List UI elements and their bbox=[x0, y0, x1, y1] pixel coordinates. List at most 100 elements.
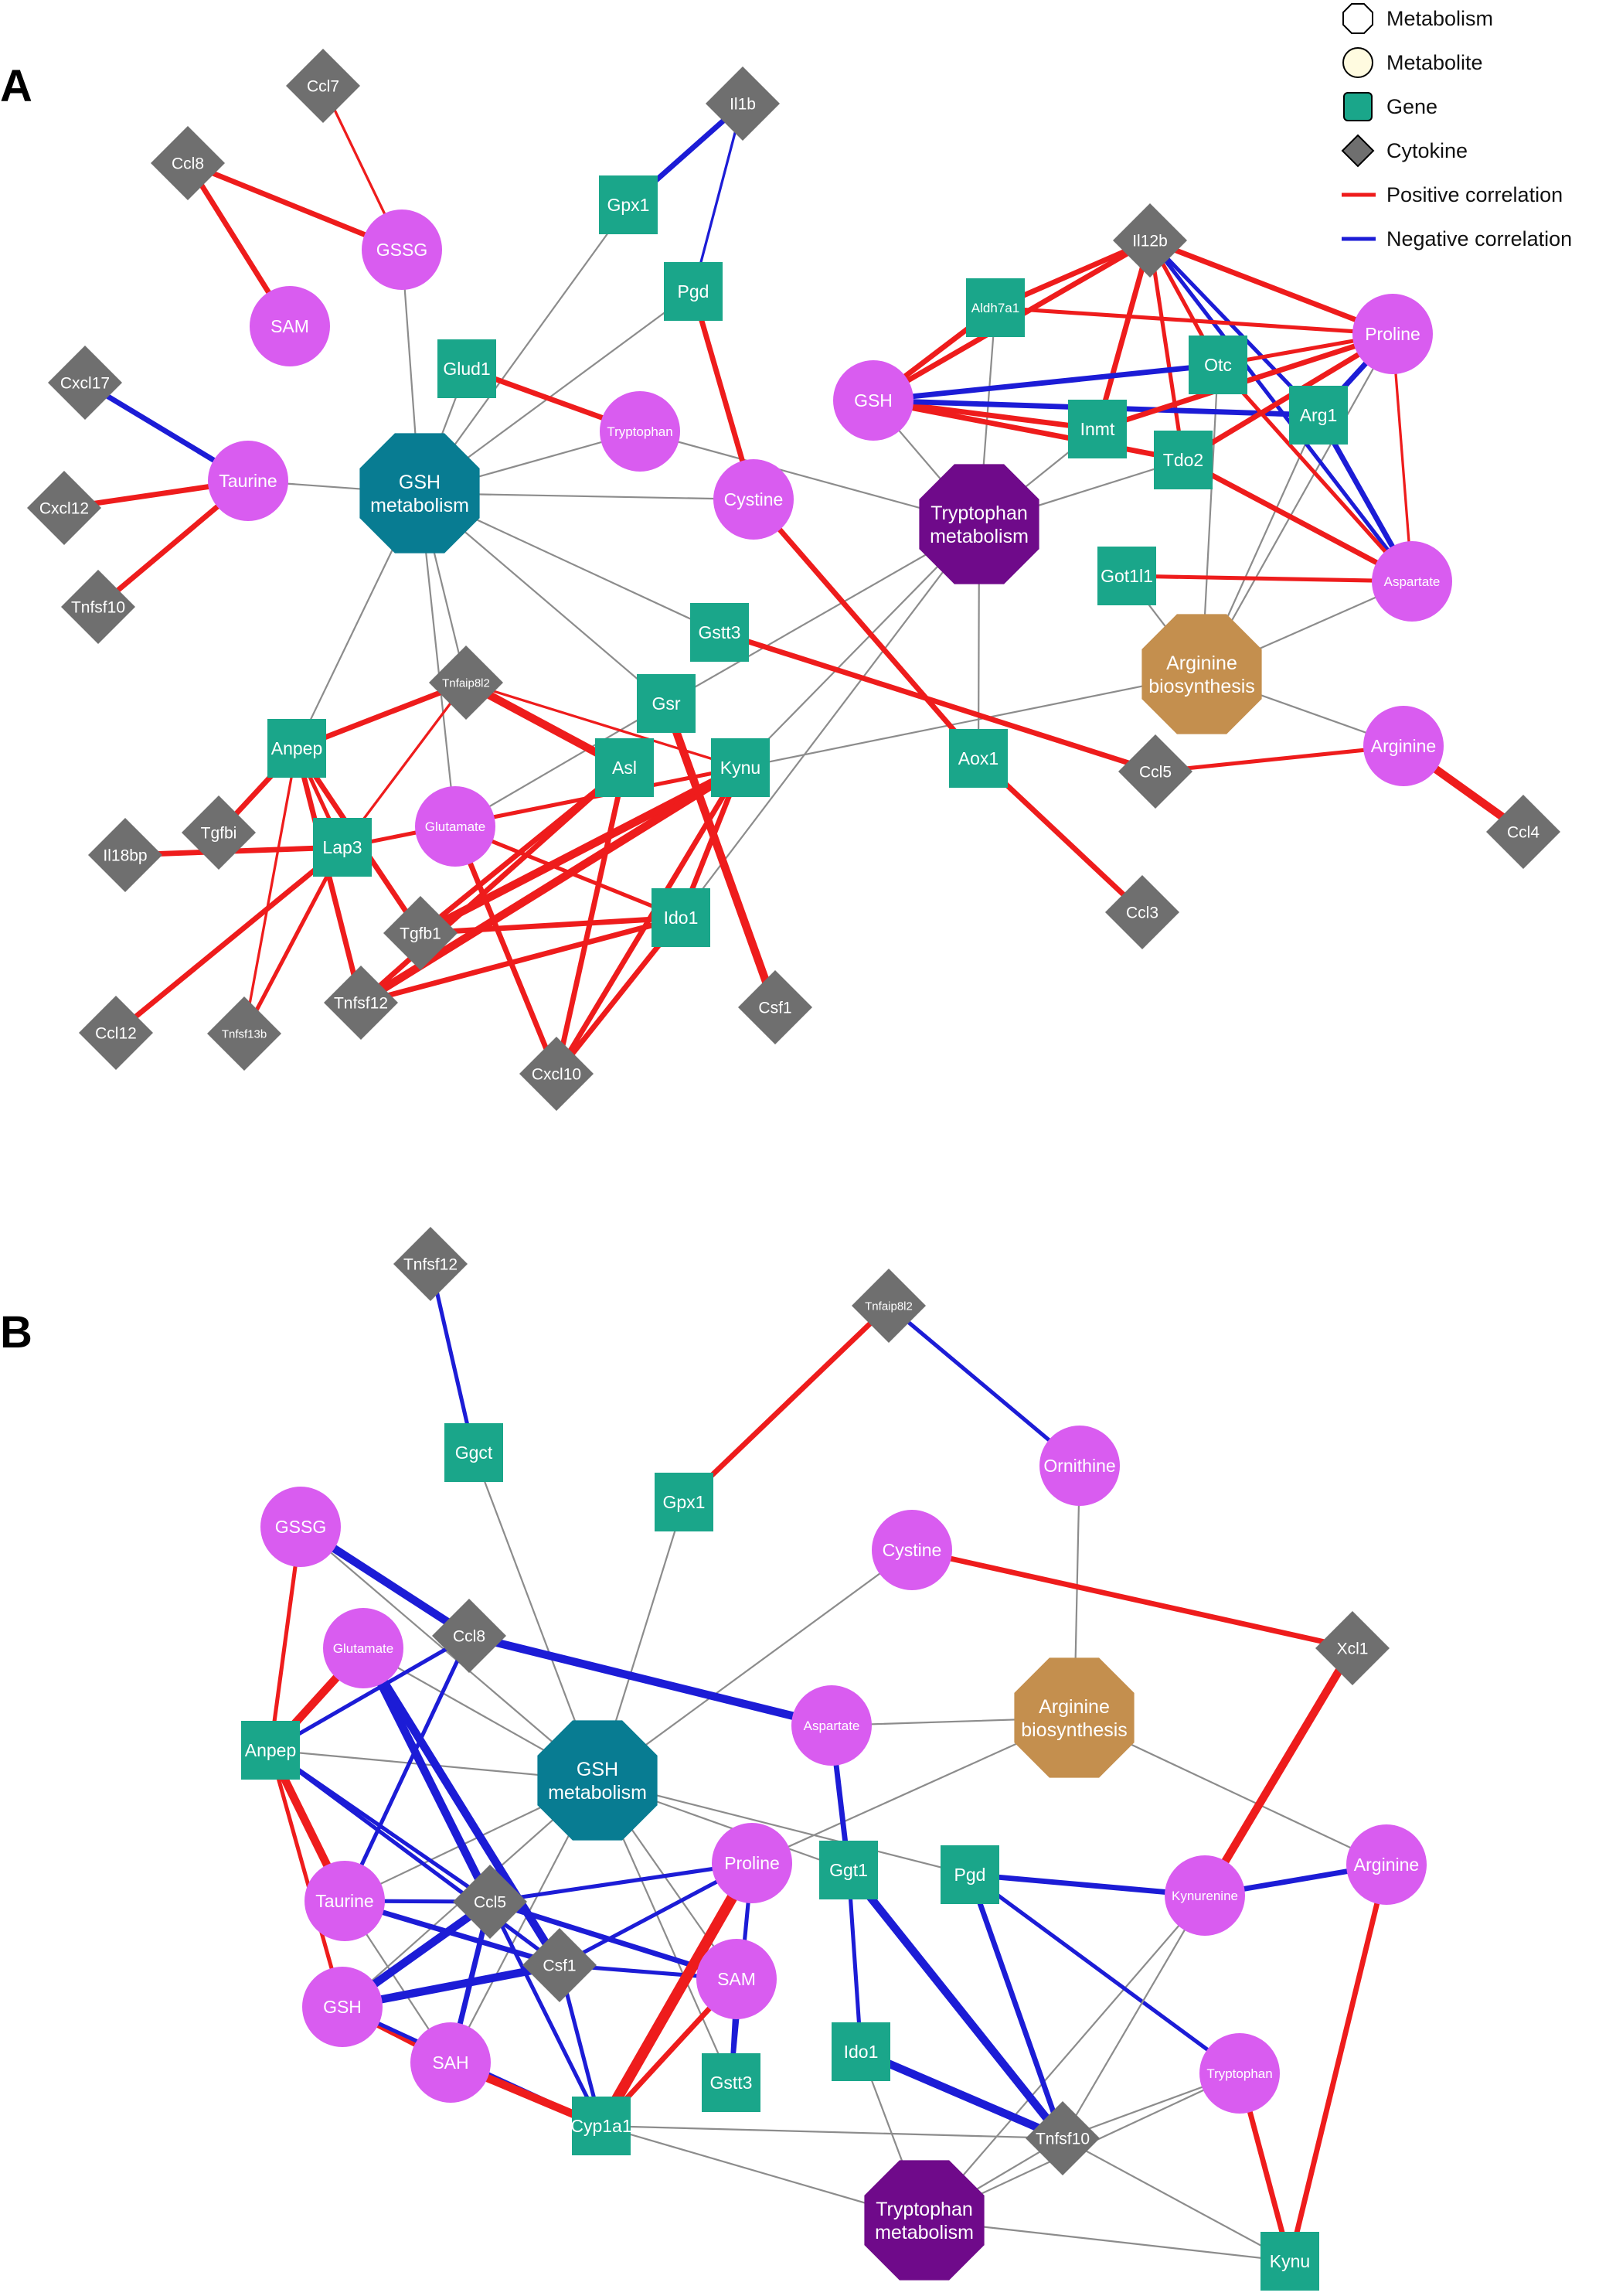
net-b-edge bbox=[846, 1868, 863, 2054]
gene-node-shape bbox=[949, 729, 1008, 788]
net-a-edge bbox=[464, 681, 742, 769]
node-label: Gpx1 bbox=[663, 1492, 706, 1512]
net-b-node-tryptophan: Tryptophan bbox=[1199, 2033, 1280, 2114]
node-label: Tnfsf10 bbox=[1036, 2130, 1090, 2148]
metabolite-node-shape bbox=[833, 360, 913, 441]
node-label: Ccl8 bbox=[453, 1627, 485, 1645]
net-a-node-aox1: Aox1 bbox=[949, 729, 1008, 788]
node-label: Ggt1 bbox=[829, 1860, 868, 1880]
metabolism-node-shape bbox=[359, 433, 480, 554]
gene-node-shape bbox=[572, 2097, 631, 2155]
net-a-node-aspartate: Aspartate bbox=[1372, 541, 1452, 622]
net-b-edge bbox=[268, 1748, 345, 2009]
node-label: Ccl7 bbox=[307, 77, 339, 95]
node-label: Ccl5 bbox=[474, 1893, 506, 1911]
net-b-edge bbox=[596, 1548, 913, 1782]
cytokine-node-shape bbox=[1026, 2101, 1100, 2175]
node-label: Proline bbox=[1365, 324, 1420, 344]
node-label: Arginine bbox=[1371, 736, 1436, 756]
node-label: Cxcl17 bbox=[60, 374, 110, 392]
net-a-edge bbox=[1124, 574, 1414, 584]
net-a-edge bbox=[416, 763, 745, 938]
net-a-edge bbox=[716, 629, 1158, 775]
gene-node-shape bbox=[637, 674, 696, 733]
legend-label: Gene bbox=[1386, 94, 1438, 118]
node-label: Gstt3 bbox=[710, 2073, 753, 2093]
net-b-node-ccl8: Ccl8 bbox=[432, 1599, 506, 1673]
legend-label: Cytokine bbox=[1386, 138, 1468, 162]
net-a-node-ccl7: Ccl7 bbox=[286, 49, 360, 123]
net-a-edge bbox=[242, 845, 345, 1036]
net-b-edge bbox=[856, 2047, 1067, 2143]
legend-item-positive: Positive correlation bbox=[1337, 178, 1563, 212]
node-label: Glud1 bbox=[443, 359, 490, 379]
net-b-edge bbox=[967, 1872, 1066, 2141]
node-label: Cystine bbox=[883, 1540, 942, 1560]
net-a-node-glutamate: Glutamate bbox=[415, 786, 495, 867]
net-a-edge bbox=[1180, 457, 1415, 584]
net-a-edge bbox=[452, 823, 560, 1077]
net-b-edge bbox=[844, 1865, 1067, 2143]
net-a-node-ccl8: Ccl8 bbox=[151, 126, 225, 200]
cytokine-node-shape bbox=[286, 49, 360, 123]
node-label: GSH bbox=[323, 1997, 362, 2017]
net-b-node-cystine: Cystine bbox=[872, 1510, 952, 1590]
gene-node-shape bbox=[702, 2053, 760, 2112]
net-a-edge bbox=[692, 102, 744, 293]
net-a-node-otc: Otc bbox=[1189, 336, 1247, 394]
node-label: Kynu bbox=[720, 758, 760, 778]
node-label: Tnfsf13b bbox=[222, 1027, 267, 1041]
net-b-node-tnfaip8l2: Tnfaip8l2 bbox=[852, 1269, 926, 1343]
cytokine-node-shape bbox=[324, 966, 398, 1040]
net-b-node-tnfsf12: Tnfsf12 bbox=[393, 1227, 468, 1301]
net-a-edge bbox=[1153, 744, 1406, 774]
net-a-edge bbox=[454, 702, 668, 828]
metabolite-node-shape bbox=[208, 441, 288, 521]
net-b-node-gsh: GSH bbox=[302, 1967, 383, 2047]
net-b-node-ccl5: Ccl5 bbox=[453, 1865, 527, 1939]
metabolite-node-shape bbox=[872, 1510, 952, 1590]
legend-item-negative: Negative correlation bbox=[1337, 222, 1572, 256]
node-label: Ccl4 bbox=[1507, 823, 1539, 841]
metabolism-node-shape bbox=[537, 1720, 658, 1841]
net-b-node-sam: SAM bbox=[696, 1939, 777, 2019]
node-label: Il18bp bbox=[103, 847, 147, 864]
node-label: GSSG bbox=[376, 240, 427, 260]
node-label: Anpep bbox=[271, 738, 323, 758]
net-b-edge bbox=[1200, 1644, 1357, 1900]
net-b-edge bbox=[968, 1872, 1242, 2076]
net-b-node-ido1: Ido1 bbox=[832, 2022, 890, 2081]
net-b-edge bbox=[923, 2219, 1291, 2263]
gene-node-shape bbox=[690, 603, 749, 662]
net-b-edge bbox=[464, 1631, 836, 1730]
metabolite-node-shape bbox=[250, 286, 330, 366]
panel-label-b: B bbox=[0, 1307, 32, 1358]
node-label: Tnfaip8l2 bbox=[865, 1300, 913, 1313]
net-b-edge bbox=[886, 1303, 1082, 1468]
net-b-edge bbox=[268, 1748, 562, 1967]
net-a-node-glud1: Glud1 bbox=[437, 339, 496, 398]
gene-node-shape bbox=[941, 1845, 999, 1904]
node-label: Arg1 bbox=[1300, 405, 1338, 425]
node-label: Tryptophan bbox=[607, 424, 672, 439]
net-a-node-gsr: Gsr bbox=[637, 674, 696, 733]
cytokine-node-shape bbox=[432, 1599, 506, 1673]
gene-node-shape bbox=[1154, 431, 1213, 489]
net-b-node-kynurenine: Kynurenine bbox=[1165, 1855, 1245, 1936]
net-a-edge bbox=[993, 305, 1395, 336]
metabolite-node-shape bbox=[260, 1487, 341, 1567]
net-a-edge bbox=[1391, 332, 1414, 583]
metabolism-node-shape bbox=[1014, 1657, 1135, 1778]
metabolism-node-shape bbox=[919, 464, 1039, 584]
cytokine-node-shape bbox=[88, 818, 162, 892]
net-a-edge bbox=[1148, 238, 1414, 584]
node-label: Pgd bbox=[678, 281, 709, 301]
node-label: Gstt3 bbox=[699, 622, 741, 642]
net-a-edge bbox=[340, 765, 743, 850]
node-label: GSH bbox=[854, 390, 893, 410]
